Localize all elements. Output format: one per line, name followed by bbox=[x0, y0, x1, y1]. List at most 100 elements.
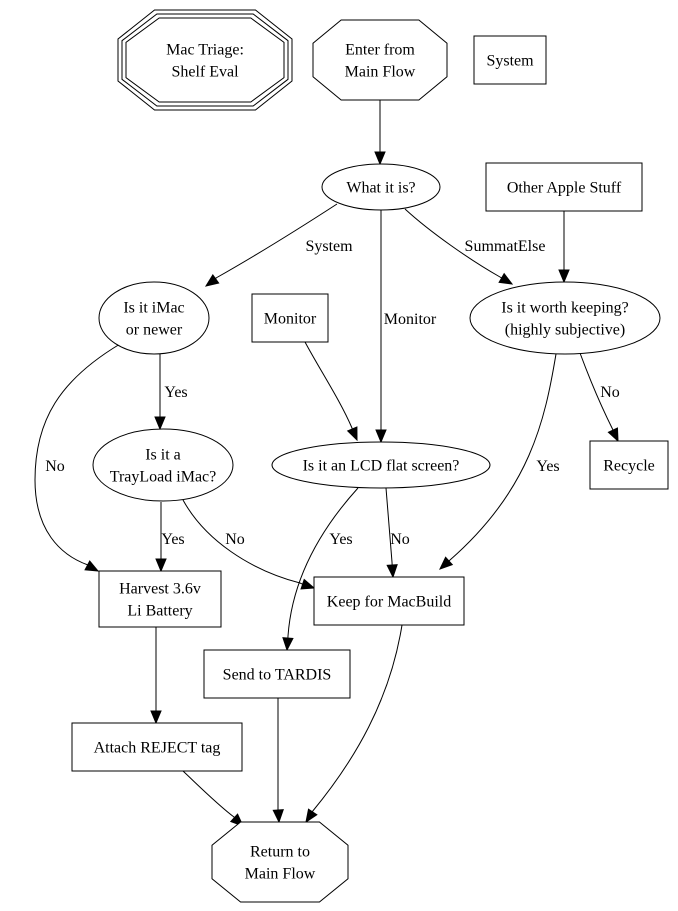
octagon-shape bbox=[312, 19, 448, 101]
edge-label: Yes bbox=[329, 531, 352, 548]
arrowhead-icon bbox=[346, 426, 358, 442]
edge-label: Yes bbox=[161, 531, 184, 548]
edge-enter-to-what bbox=[374, 100, 386, 166]
edge-label: Monitor bbox=[384, 311, 437, 328]
edge-label: System bbox=[305, 238, 353, 255]
node-label: Other Apple Stuff bbox=[507, 180, 622, 197]
node-what: What it is? bbox=[321, 163, 441, 211]
edge-worth-to-recycle bbox=[579, 352, 619, 443]
edge-tray-to-keep bbox=[182, 499, 316, 590]
edge-tray-to-harvest bbox=[155, 502, 167, 573]
edge-tardis-to-return bbox=[272, 698, 284, 824]
node-other: Other Apple Stuff bbox=[485, 162, 643, 212]
arrowhead-icon bbox=[300, 578, 316, 590]
arrowhead-icon bbox=[84, 560, 100, 572]
node-label: Main Flow bbox=[345, 64, 416, 81]
node-label: Is it a bbox=[145, 447, 181, 464]
node-label: Send to TARDIS bbox=[223, 667, 332, 684]
edge-label: No bbox=[45, 458, 65, 475]
ellipse-shape bbox=[271, 441, 491, 489]
edge-label: No bbox=[390, 531, 410, 548]
edge-label: SummatElse bbox=[465, 238, 546, 255]
node-label: Is it iMac bbox=[123, 300, 184, 317]
edge-line bbox=[34, 343, 121, 566]
edge-other-to-worth bbox=[558, 211, 570, 284]
edge-what-to-imac bbox=[204, 203, 338, 287]
node-label: Attach REJECT tag bbox=[94, 740, 221, 757]
edge-line bbox=[182, 770, 235, 818]
edge-imac-to-tray bbox=[154, 354, 166, 431]
node-tray: Is it a TrayLoad iMac? bbox=[92, 428, 234, 502]
edge-line bbox=[304, 341, 353, 430]
node-label: TrayLoad iMac? bbox=[110, 469, 217, 486]
node-recycle: Recycle bbox=[589, 440, 669, 490]
arrowhead-icon bbox=[375, 429, 387, 444]
ellipse-shape bbox=[98, 281, 210, 355]
ellipse-shape bbox=[469, 281, 661, 355]
edge-label: Yes bbox=[536, 458, 559, 475]
node-system: System bbox=[473, 35, 547, 85]
edge-lcd-to-keep bbox=[385, 487, 398, 579]
edge-label: No bbox=[600, 384, 620, 401]
box-shape bbox=[203, 649, 351, 699]
edge-worth-to-keep bbox=[439, 353, 557, 570]
node-label: Is it an LCD flat screen? bbox=[303, 458, 460, 475]
arrowhead-icon bbox=[498, 272, 514, 285]
edge-imac-to-harvest bbox=[34, 343, 121, 572]
edge-what-to-worth bbox=[404, 208, 514, 285]
node-label: or newer bbox=[126, 322, 183, 339]
box-shape bbox=[313, 576, 465, 626]
node-lcd: Is it an LCD flat screen? bbox=[271, 441, 491, 489]
arrowhead-icon bbox=[305, 808, 318, 824]
edge-lcd-to-tardis bbox=[282, 487, 359, 652]
edge-line bbox=[287, 487, 359, 639]
node-label: Enter from bbox=[345, 42, 415, 59]
node-imac: Is it iMac or newer bbox=[98, 281, 210, 355]
edge-line bbox=[215, 203, 338, 280]
edge-line bbox=[579, 352, 614, 431]
arrowhead-icon bbox=[439, 556, 454, 570]
node-label: Monitor bbox=[264, 311, 317, 328]
node-tardis: Send to TARDIS bbox=[203, 649, 351, 699]
arrowhead-icon bbox=[150, 710, 162, 725]
edge-label: No bbox=[225, 531, 245, 548]
edge-monitor-to-lcd bbox=[304, 341, 358, 442]
arrowhead-icon bbox=[155, 558, 167, 573]
node-keep: Keep for MacBuild bbox=[313, 576, 465, 626]
node-label: Is it worth keeping? bbox=[501, 300, 629, 317]
arrowhead-icon bbox=[386, 564, 398, 579]
node-label: Mac Triage: bbox=[166, 42, 244, 59]
arrowhead-icon bbox=[374, 151, 386, 166]
arrowhead-icon bbox=[282, 637, 294, 652]
node-label: (highly subjective) bbox=[505, 322, 625, 339]
node-title: Mac Triage: Shelf Eval bbox=[117, 9, 293, 111]
edge-label: Yes bbox=[164, 384, 187, 401]
box-shape bbox=[98, 570, 222, 628]
arrowhead-icon bbox=[272, 809, 284, 824]
node-label: Li Battery bbox=[127, 603, 192, 620]
box-shape bbox=[485, 162, 643, 212]
edge-line bbox=[404, 208, 502, 279]
node-label: What it is? bbox=[346, 180, 415, 197]
edge-line bbox=[448, 353, 557, 562]
arrowhead-icon bbox=[607, 427, 619, 443]
node-label: Keep for MacBuild bbox=[327, 594, 451, 611]
edge-reject-to-return bbox=[182, 770, 244, 827]
node-label: Harvest 3.6v bbox=[119, 581, 201, 598]
box-shape bbox=[589, 440, 669, 490]
node-label: Shelf Eval bbox=[171, 64, 239, 81]
edges-layer bbox=[34, 100, 619, 827]
box-shape bbox=[251, 293, 329, 343]
octagon-shape bbox=[211, 821, 349, 903]
box-shape bbox=[473, 35, 547, 85]
box-shape bbox=[71, 722, 243, 772]
edge-line bbox=[182, 499, 303, 585]
arrowhead-icon bbox=[558, 269, 570, 284]
node-label: System bbox=[486, 53, 534, 70]
node-label: Recycle bbox=[603, 458, 655, 475]
node-label: Return to bbox=[250, 844, 310, 861]
node-reject: Attach REJECT tag bbox=[71, 722, 243, 772]
ellipse-shape bbox=[92, 428, 234, 502]
